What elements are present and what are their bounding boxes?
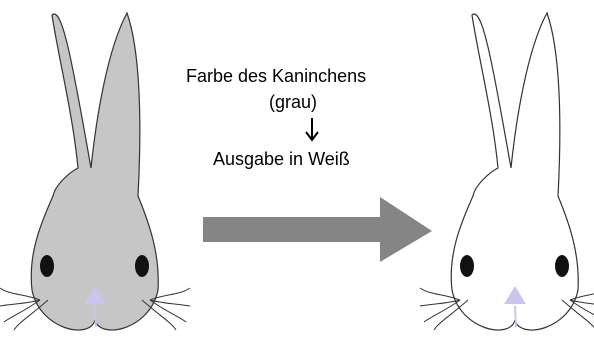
right-arrow-icon (203, 197, 432, 262)
gray-rabbit-head-icon (0, 12, 191, 331)
caption-fur-color: Farbe des Kaninchens (186, 66, 367, 86)
caption-output-white: Ausgabe in Weiß (213, 149, 350, 169)
white-rabbit-head-icon (419, 12, 594, 331)
down-arrow-icon (305, 118, 319, 142)
caption-gray: (grau) (269, 92, 318, 112)
